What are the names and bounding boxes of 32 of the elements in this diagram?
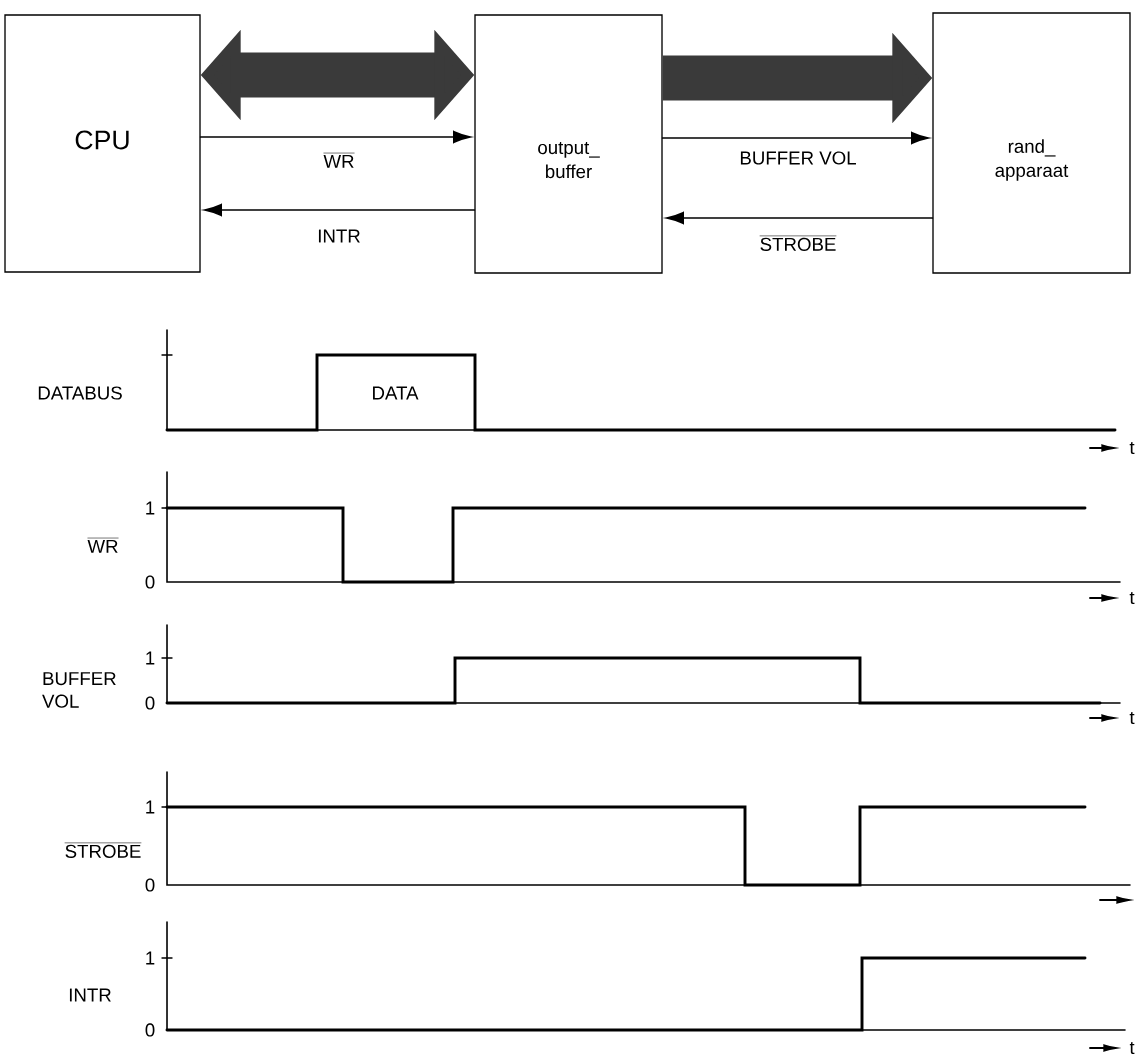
- signal-label: 0: [145, 878, 155, 892]
- signal-arrow: [199, 130, 471, 144]
- edge-label: INTR: [315, 228, 363, 244]
- block-box: [932, 12, 1131, 274]
- block-box: [474, 14, 663, 274]
- edge-label: BUFFER VOL: [738, 150, 858, 166]
- signal-arrow: [666, 211, 934, 225]
- block-label: CPU: [75, 130, 129, 150]
- block-box: [4, 14, 201, 273]
- edge-label: STROBE: [758, 233, 838, 253]
- signal-label: 1: [146, 651, 155, 665]
- signal-label: t: [1129, 591, 1135, 605]
- signal-label: STROBE: [64, 842, 142, 858]
- signal-arrow: [661, 131, 929, 145]
- signal-label: 1: [146, 800, 155, 814]
- signal-label: BUFFER VOL: [42, 672, 116, 708]
- signal-label: INTR: [69, 988, 111, 1002]
- signal-label: DATA: [373, 386, 419, 400]
- block-label: output_ buffer: [538, 141, 600, 179]
- signal-label: 0: [145, 696, 155, 710]
- signal-label: 1: [146, 501, 155, 515]
- signal-label: 1: [146, 951, 155, 965]
- edge-label: WR: [322, 150, 356, 170]
- signal-label: t: [1129, 441, 1135, 455]
- signal-label: 0: [145, 1023, 155, 1037]
- signal-label: t: [1129, 1041, 1135, 1054]
- signal-label: t: [1129, 711, 1135, 725]
- signal-arrow: [204, 203, 476, 217]
- block-label: rand_ apparaat: [995, 139, 1069, 181]
- signal-label: 0: [145, 575, 155, 589]
- signal-label: WR: [87, 537, 119, 553]
- signal-label: DATABUS: [38, 386, 122, 400]
